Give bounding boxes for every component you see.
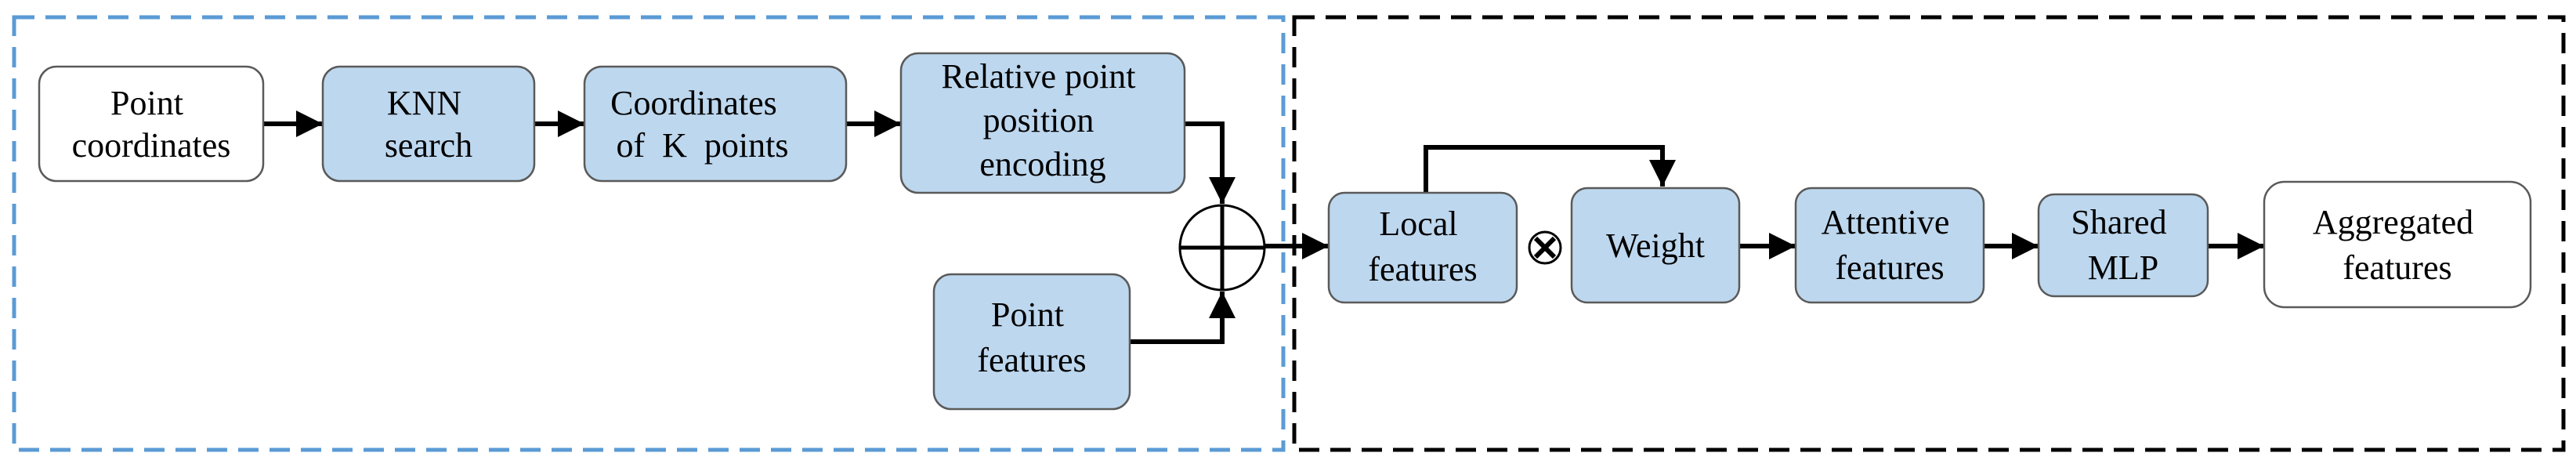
- local-features-label: Local features: [1368, 205, 1477, 288]
- point-features-box: [932, 273, 1131, 411]
- coordinates-k-points-box: [583, 65, 848, 183]
- weight-box: [1570, 187, 1741, 304]
- point-coordinates-box: [38, 65, 265, 183]
- local-features-box: [1327, 191, 1518, 304]
- attentive-features-label: Attentive features: [1822, 203, 1959, 287]
- knn-search-label: KNN search: [385, 84, 472, 165]
- arrow-local-to-weight-skip: [1424, 145, 1676, 193]
- feature-encoding-region: [12, 15, 1286, 452]
- aggregated-features-label: Aggregated features: [2313, 203, 2482, 287]
- arrow-encoding-to-concat: [1185, 121, 1236, 204]
- relative-encoding-box: [899, 52, 1186, 194]
- weight-label: Weight: [1606, 226, 1705, 265]
- point-coordinates-label: Point coordinates: [72, 84, 231, 165]
- point-features-label: Point features: [977, 295, 1086, 379]
- shared-mlp-box: [2037, 193, 2209, 298]
- aggregated-features-box: [2263, 180, 2532, 309]
- attentive-pooling-region: [1292, 15, 2566, 452]
- coordinates-k-points-label: Coordinates of K points: [0, 0, 820, 165]
- knn-search-box: [321, 65, 536, 183]
- relative-encoding-label: Relative point position encoding: [941, 57, 1144, 183]
- concatenation-symbol: [1178, 204, 1266, 292]
- shared-mlp-label: Shared MLP: [2071, 203, 2175, 287]
- attentive-features-box: [1794, 187, 1985, 304]
- multiply-icon: [1528, 230, 1562, 265]
- arrow-features-to-concat: [1130, 292, 1236, 344]
